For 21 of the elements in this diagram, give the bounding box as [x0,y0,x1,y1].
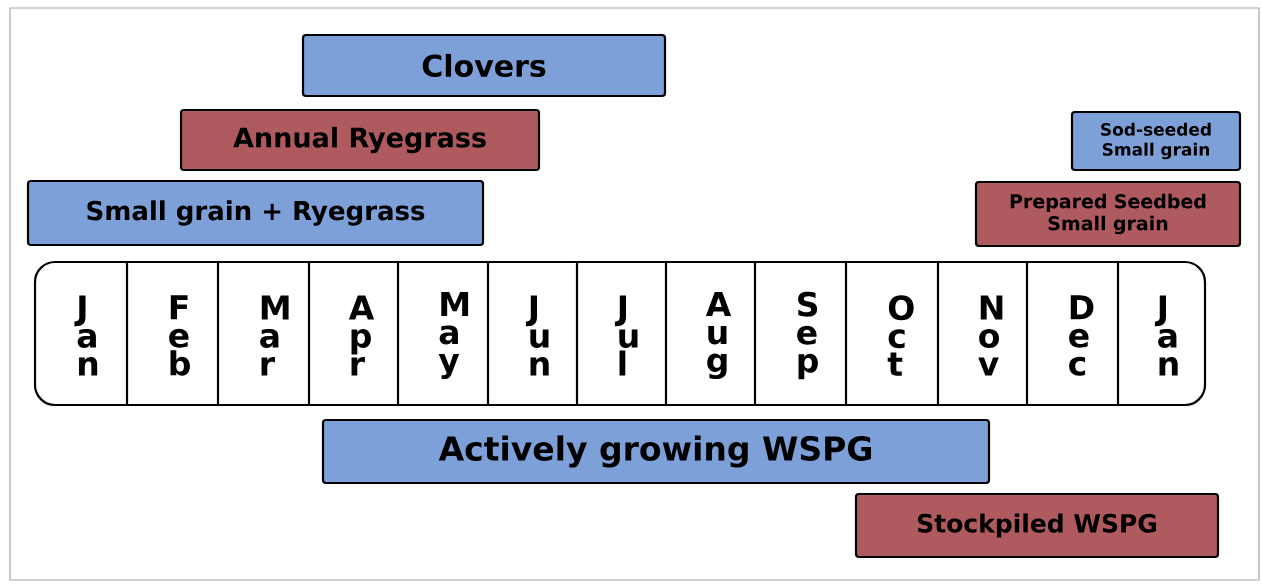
month-label: Oct [887,295,914,376]
season-bar: Small grain + Ryegrass [26,179,485,247]
season-bar: Stockpiled WSPG [854,492,1220,559]
season-bar: Sod-seeded Small grain [1070,110,1242,172]
month-label: Jun [525,295,549,376]
month-label: Jul [614,295,638,376]
season-bar: Prepared Seedbed Small grain [974,180,1242,248]
month-label: Mar [260,295,289,376]
month-label: May [438,291,469,380]
month-strip [33,260,1207,407]
month-label: Nov [978,295,1003,376]
month-label: Feb [169,295,190,376]
month-label: Apr [348,295,375,376]
month-label: Jan [74,295,98,376]
month-label: Sep [797,291,818,380]
month-label: Jan [1154,295,1178,376]
season-bar: Actively growing WSPG [321,418,991,485]
season-bar: Annual Ryegrass [179,108,541,172]
month-label: Aug [705,291,732,380]
month-label: Dec [1069,295,1094,376]
season-bar: Clovers [301,33,667,98]
